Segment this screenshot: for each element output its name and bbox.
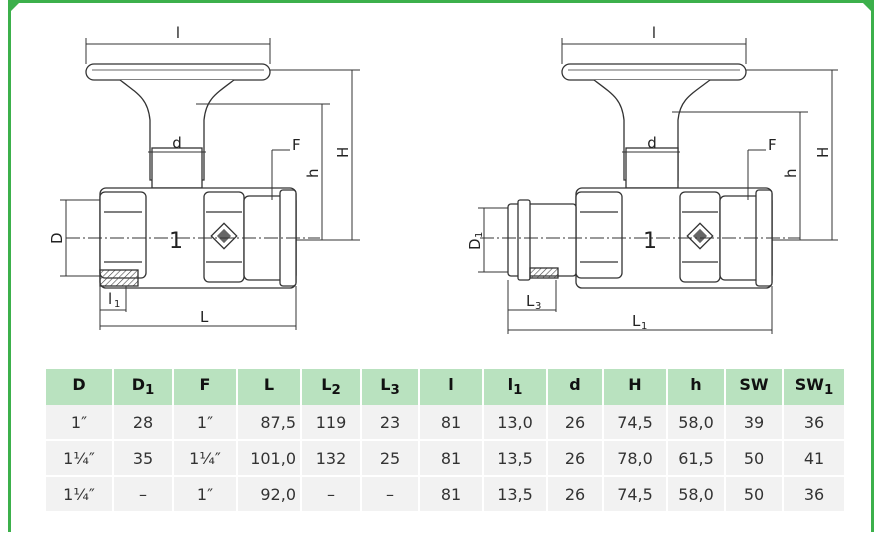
header-h: h: [668, 369, 726, 405]
left-label-one: 1: [169, 229, 183, 254]
right-label-L1-sub: 1: [641, 321, 647, 332]
cell-D1: 28: [114, 405, 174, 441]
right-label-D1: D: [466, 238, 484, 250]
header-F: F: [174, 369, 238, 405]
right-valve-drawing: [480, 63, 800, 289]
right-label-L3-sub: 3: [535, 301, 541, 312]
cell-SW: 50: [726, 477, 784, 513]
cell-d: 26: [548, 441, 604, 477]
cell-L: 101,0: [238, 441, 302, 477]
right-label-one: 1: [643, 229, 657, 254]
left-labels: l d F h H D 1 l 1 L: [48, 24, 352, 326]
header-SW: SW: [726, 369, 784, 405]
cell-H: 74,5: [604, 477, 668, 513]
cell-D1: –: [114, 477, 174, 513]
cell-L2: –: [302, 477, 362, 513]
right-label-d: d: [647, 134, 657, 152]
cell-l1: 13,5: [484, 441, 548, 477]
content-frame: [8, 0, 874, 532]
left-label-L: L: [200, 308, 209, 326]
cell-l: 81: [420, 441, 484, 477]
cell-L3: –: [362, 477, 420, 513]
right-label-h: h: [782, 168, 800, 178]
left-label-h: h: [304, 168, 322, 178]
right-label-H: H: [814, 147, 832, 158]
cell-D: 1″: [46, 405, 114, 441]
left-valve-drawing: [66, 63, 320, 289]
left-label-F: F: [292, 136, 301, 154]
left-label-H: H: [334, 147, 352, 158]
cell-h: 58,0: [668, 477, 726, 513]
cell-l1: 13,0: [484, 405, 548, 441]
header-L2: L2: [302, 369, 362, 405]
left-label-l1-sub: 1: [114, 299, 120, 310]
header-D: D: [46, 369, 114, 405]
cell-SW1: 36: [784, 405, 846, 441]
cell-D: 1¹⁄₄″: [46, 441, 114, 477]
cell-l: 81: [420, 477, 484, 513]
right-label-l: l: [652, 24, 656, 42]
table-header-row: D D1 F L L2 L3 l l1 d H h SW SW1: [46, 369, 846, 405]
right-label-D1-sub: 1: [474, 232, 485, 238]
cell-H: 74,5: [604, 405, 668, 441]
header-L: L: [238, 369, 302, 405]
cell-L2: 119: [302, 405, 362, 441]
cell-SW: 50: [726, 441, 784, 477]
header-d: d: [548, 369, 604, 405]
left-label-l1: l: [108, 290, 112, 308]
cell-d: 26: [548, 405, 604, 441]
cell-L3: 23: [362, 405, 420, 441]
cell-l: 81: [420, 405, 484, 441]
header-D1: D1: [114, 369, 174, 405]
valve-drawings: l d F h H D 1 l 1 L: [48, 24, 838, 334]
cell-h: 58,0: [668, 405, 726, 441]
left-dimension-lines: [60, 38, 360, 330]
header-l: l: [420, 369, 484, 405]
cell-h: 61,5: [668, 441, 726, 477]
header-L3: L3: [362, 369, 420, 405]
cell-d: 26: [548, 477, 604, 513]
left-label-d: d: [172, 134, 182, 152]
cell-SW1: 36: [784, 477, 846, 513]
header-l1: l1: [484, 369, 548, 405]
cell-L: 92,0: [238, 477, 302, 513]
cell-SW1: 41: [784, 441, 846, 477]
cell-F: 1″: [174, 477, 238, 513]
cell-l1: 13,5: [484, 477, 548, 513]
table-row: 1″ 28 1″ 87,5 119 23 81 13,0 26 74,5 58,…: [46, 405, 846, 441]
left-label-D: D: [48, 232, 66, 244]
cell-L2: 132: [302, 441, 362, 477]
cell-D1: 35: [114, 441, 174, 477]
cell-L3: 25: [362, 441, 420, 477]
right-label-L1: L: [632, 312, 641, 330]
dimensions-table: D D1 F L L2 L3 l l1 d H h SW SW1 1″ 28 1…: [46, 369, 846, 513]
cell-H: 78,0: [604, 441, 668, 477]
table-row: 1¹⁄₄″ 35 1¹⁄₄″ 101,0 132 25 81 13,5 26 7…: [46, 441, 846, 477]
header-SW1: SW1: [784, 369, 846, 405]
cell-D: 1¹⁄₄″: [46, 477, 114, 513]
table-row: 1¹⁄₄″ – 1″ 92,0 – – 81 13,5 26 74,5 58,0…: [46, 477, 846, 513]
cell-F: 1″: [174, 405, 238, 441]
right-dimension-lines: [478, 38, 838, 334]
cell-SW: 39: [726, 405, 784, 441]
right-label-L3: L: [526, 292, 535, 310]
cell-L: 87,5: [238, 405, 302, 441]
right-label-F: F: [768, 136, 777, 154]
cell-F: 1¹⁄₄″: [174, 441, 238, 477]
left-label-l: l: [176, 24, 180, 42]
right-labels: l d F h H D 1 1 L 3 L 1: [466, 24, 832, 332]
header-H: H: [604, 369, 668, 405]
